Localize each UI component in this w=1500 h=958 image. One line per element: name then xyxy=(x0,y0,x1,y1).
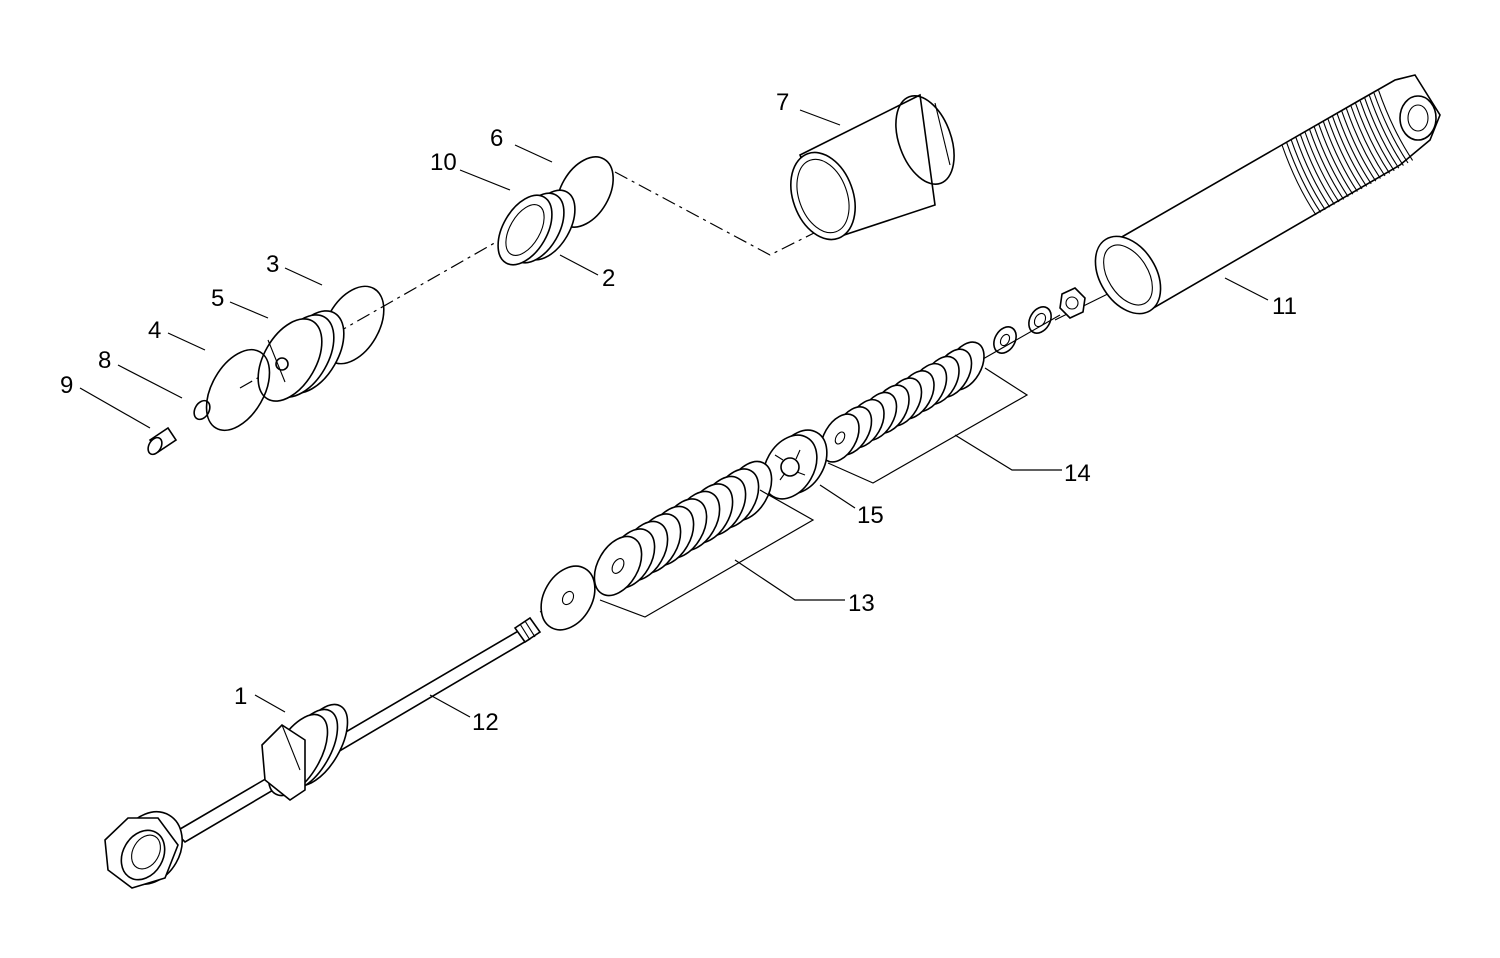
thread-line xyxy=(1355,103,1391,174)
label-part-1: 1 xyxy=(234,683,247,710)
label-part-10: 10 xyxy=(430,149,457,176)
label-part-4: 4 xyxy=(148,317,161,344)
leader-lines xyxy=(79,109,1269,718)
part-7-sleeve xyxy=(790,93,955,241)
part-13-disc-spring-stack xyxy=(593,460,773,597)
part-washer-large xyxy=(540,565,596,631)
thread-line xyxy=(1332,116,1368,187)
disc-spring-13-hole xyxy=(611,558,625,574)
part-5-piston-cap xyxy=(257,310,345,402)
thread-line xyxy=(1327,118,1363,190)
label-part-12: 12 xyxy=(472,709,499,736)
label-part-8: 8 xyxy=(98,347,111,374)
thread-line xyxy=(1281,144,1317,216)
part-14-disc-spring-stack xyxy=(820,341,985,463)
part-8-ball xyxy=(193,399,211,421)
thread-line xyxy=(1295,137,1331,208)
thread-line xyxy=(1350,105,1386,177)
thread-line xyxy=(1318,124,1354,195)
label-part-9: 9 xyxy=(60,372,73,399)
cylinder-thread-lines xyxy=(1281,90,1414,216)
thread-line xyxy=(1322,121,1358,192)
part-1-rod-guide-nut xyxy=(261,703,349,801)
disc-spring-13 xyxy=(593,535,643,597)
part-10-guide-bushing xyxy=(497,189,576,266)
part-9-valve-fitting xyxy=(147,426,178,456)
thread-line xyxy=(1304,131,1340,203)
thread-line xyxy=(1378,90,1414,161)
thread-line xyxy=(1336,113,1372,185)
part-labels: 7 6 10 2 3 5 4 8 9 11 14 15 13 12 1 xyxy=(60,89,1297,736)
part-washers-and-nut xyxy=(993,287,1086,354)
thread-line xyxy=(1309,129,1345,200)
label-part-13: 13 xyxy=(848,590,875,617)
label-part-11: 11 xyxy=(1272,293,1297,320)
label-part-7: 7 xyxy=(776,89,789,116)
thread-line xyxy=(1368,95,1404,166)
label-part-3: 3 xyxy=(266,251,279,278)
bracket-lines xyxy=(599,367,1029,618)
label-part-6: 6 xyxy=(490,125,503,152)
thread-line xyxy=(1359,100,1395,172)
label-part-2: 2 xyxy=(602,265,615,292)
thread-line xyxy=(1313,126,1349,198)
part-12-piston-rod xyxy=(104,616,542,889)
part-4-o-ring xyxy=(205,348,271,432)
label-part-5: 5 xyxy=(211,285,224,312)
thread-line xyxy=(1364,98,1400,169)
thread-line xyxy=(1286,142,1322,213)
thread-line xyxy=(1345,108,1381,179)
disc-spring-14 xyxy=(820,413,860,463)
part-15-piston xyxy=(762,429,828,500)
thread-line xyxy=(1373,92,1409,164)
thread-line xyxy=(1341,111,1377,182)
part-11-cylinder-body xyxy=(1094,74,1441,315)
thread-line xyxy=(1290,139,1326,211)
disc-spring-14-hole xyxy=(834,431,846,445)
thread-line xyxy=(1299,134,1335,205)
label-part-14: 14 xyxy=(1064,460,1091,487)
label-part-15: 15 xyxy=(857,502,884,529)
